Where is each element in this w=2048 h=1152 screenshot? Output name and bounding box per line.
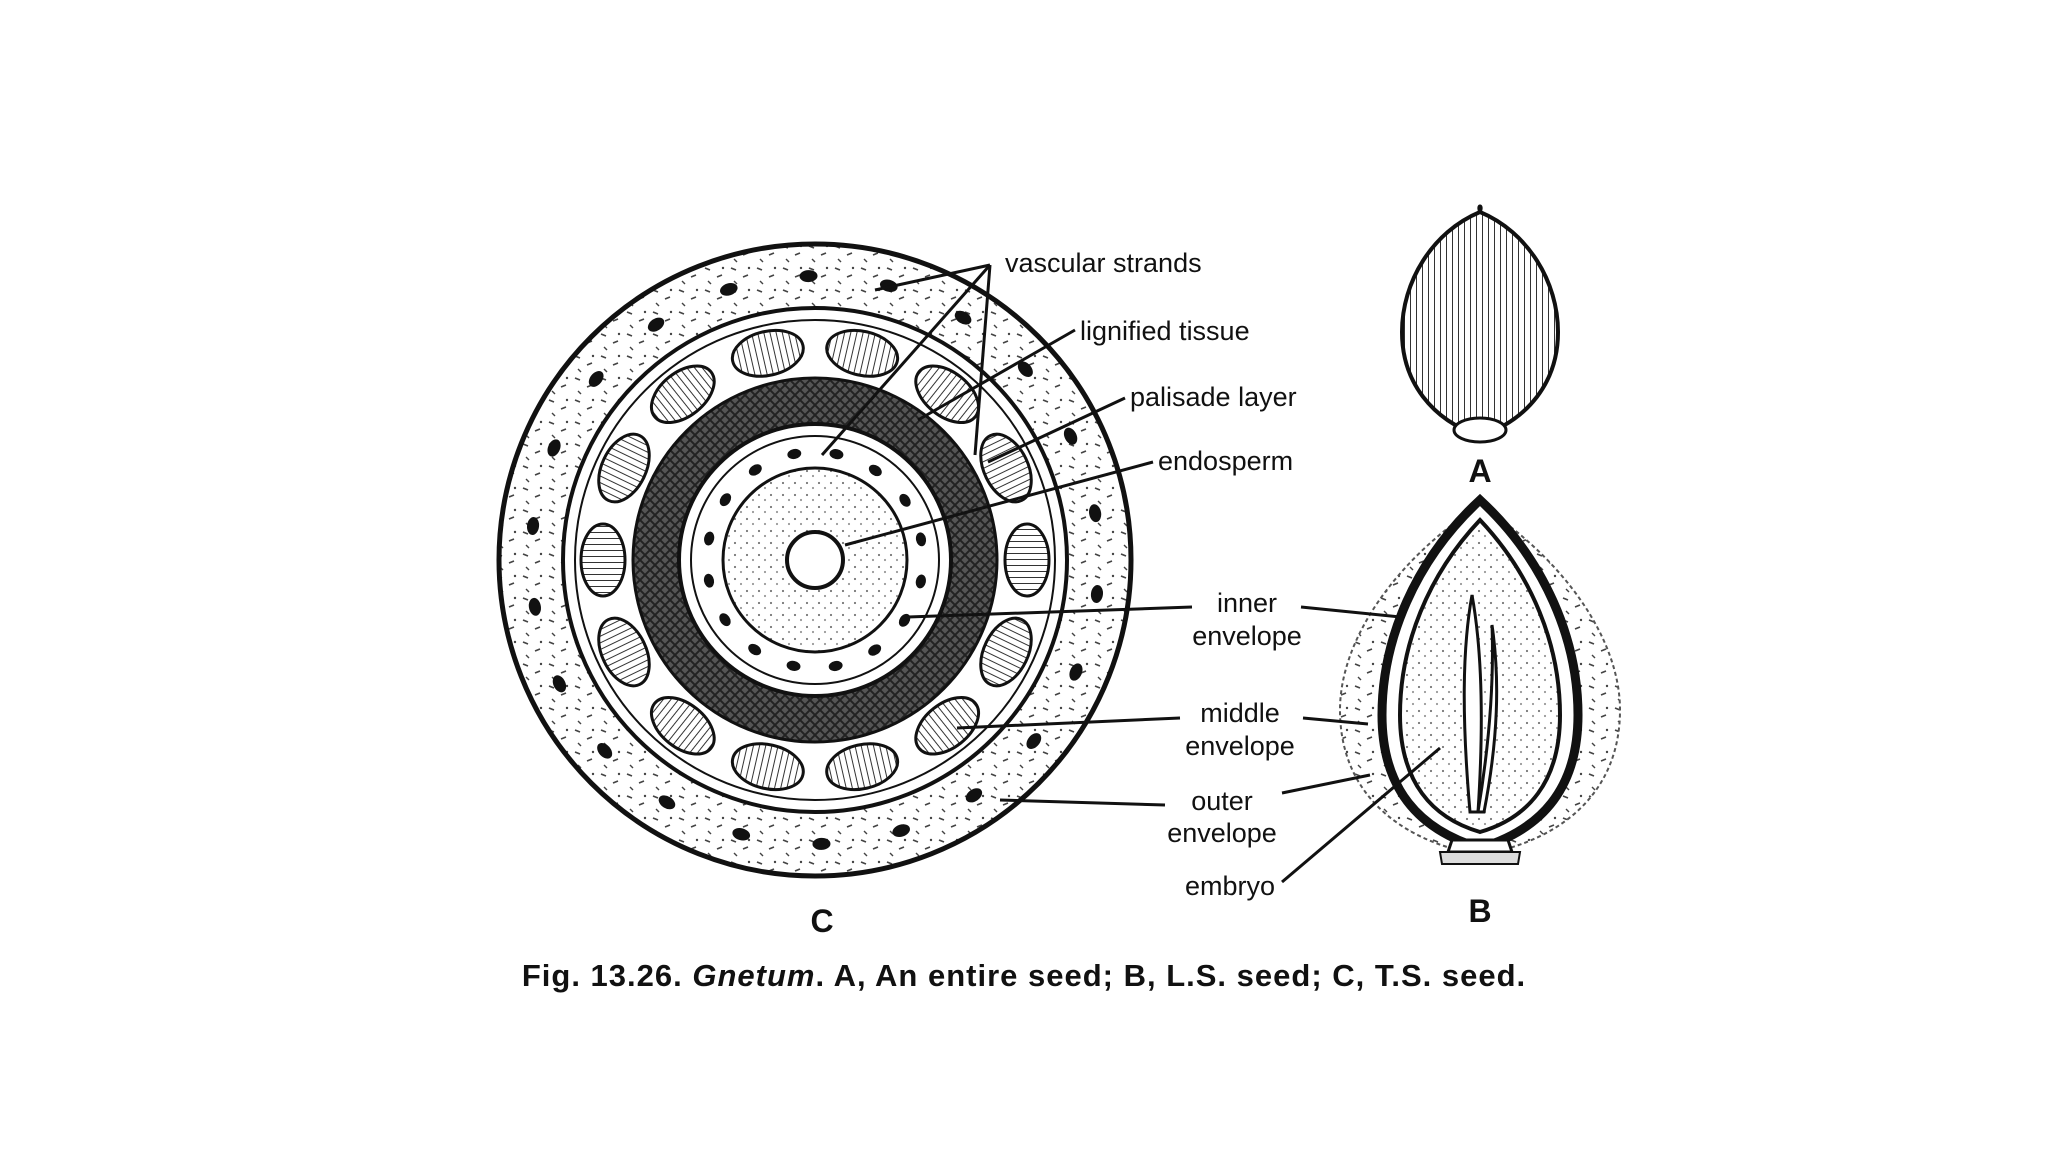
vascular-strand-inner bbox=[898, 613, 911, 627]
palisade-cell bbox=[979, 616, 1033, 688]
label-vascular-strands: vascular strands bbox=[1005, 248, 1202, 278]
vascular-strand-outer bbox=[1026, 733, 1042, 749]
vascular-strand-outer bbox=[547, 439, 561, 457]
vascular-strand-outer bbox=[720, 283, 738, 296]
vascular-strand-inner bbox=[868, 644, 882, 656]
palisade-cell bbox=[730, 328, 805, 378]
palisade-cell bbox=[579, 522, 627, 598]
label-inner-envelope-2: envelope bbox=[1192, 621, 1302, 651]
label-lignified-tissue: lignified tissue bbox=[1080, 316, 1250, 346]
panel-label-c: C bbox=[810, 903, 833, 939]
vascular-strand-inner bbox=[915, 574, 926, 589]
palisade-cell bbox=[825, 328, 900, 378]
panel-label-a: A bbox=[1468, 453, 1491, 489]
vascular-strand-inner bbox=[868, 464, 882, 477]
vascular-strand-inner bbox=[748, 643, 762, 656]
caption-prefix: Fig. 13.26. bbox=[521, 958, 683, 993]
vascular-strand-inner bbox=[787, 448, 802, 460]
vascular-strand-outer bbox=[965, 788, 983, 803]
vascular-strand-inner bbox=[829, 449, 844, 460]
vascular-strand-outer bbox=[528, 597, 541, 616]
palisade-cell bbox=[914, 695, 980, 756]
vascular-strand-outer bbox=[954, 310, 972, 325]
vascular-strand-outer bbox=[597, 743, 613, 759]
label-palisade-layer: palisade layer bbox=[1130, 382, 1297, 412]
vascular-strand-inner bbox=[786, 660, 801, 671]
longitudinal-section-seed bbox=[1338, 493, 1622, 865]
label-embryo: embryo bbox=[1185, 871, 1275, 901]
vascular-strand-inner bbox=[915, 532, 927, 547]
embryo-center bbox=[785, 530, 845, 590]
palisade-layer bbox=[579, 328, 1051, 792]
vascular-strand-outer bbox=[1069, 663, 1083, 681]
vascular-strand-outer bbox=[1089, 504, 1102, 523]
vascular-strand-outer bbox=[892, 824, 910, 837]
vascular-strand-outer bbox=[1090, 585, 1104, 603]
vascular-strand-inner bbox=[703, 573, 715, 588]
inner-vascular-strands bbox=[703, 448, 927, 672]
caption-genus: Gnetum bbox=[692, 958, 816, 993]
label-outer-envelope: outer bbox=[1191, 786, 1253, 816]
vascular-strand-inner bbox=[719, 493, 732, 507]
vascular-strand-outer bbox=[552, 675, 567, 693]
label-inner-envelope: inner bbox=[1217, 588, 1277, 618]
caption-rest: . A, An entire seed; B, L.S. seed; C, T.… bbox=[815, 958, 1527, 993]
vascular-strand-outer bbox=[812, 837, 831, 850]
palisade-cell bbox=[825, 742, 900, 792]
vascular-strand-outer bbox=[658, 795, 676, 810]
outer-vascular-strands bbox=[526, 270, 1104, 850]
entire-seed-drawing bbox=[1399, 204, 1561, 444]
vascular-strand-outer bbox=[526, 517, 540, 535]
vascular-strand-outer bbox=[732, 828, 751, 841]
label-endosperm: endosperm bbox=[1158, 446, 1293, 476]
vascular-strand-inner bbox=[719, 613, 731, 627]
palisade-cell bbox=[597, 432, 651, 504]
palisade-cell bbox=[979, 432, 1033, 504]
vascular-strand-outer bbox=[1017, 361, 1033, 377]
vascular-strand-inner bbox=[704, 531, 715, 546]
panel-label-b: B bbox=[1468, 893, 1491, 929]
palisade-cell bbox=[1003, 522, 1051, 598]
label-middle-envelope: middle bbox=[1200, 698, 1280, 728]
vascular-strand-inner bbox=[748, 464, 762, 476]
label-outer-envelope-2: envelope bbox=[1167, 818, 1277, 848]
palisade-cell bbox=[650, 364, 716, 425]
palisade-cell bbox=[730, 742, 805, 792]
vascular-strand-outer bbox=[799, 270, 818, 283]
palisade-cell bbox=[650, 695, 716, 756]
palisade-cell bbox=[597, 616, 651, 688]
embryo-ls bbox=[1462, 594, 1483, 814]
transverse-section-seed bbox=[496, 241, 1134, 879]
label-middle-envelope-2: envelope bbox=[1185, 731, 1295, 761]
figure-caption: Fig. 13.26. Gnetum. A, An entire seed; B… bbox=[0, 958, 2048, 994]
vascular-strand-outer bbox=[588, 371, 604, 387]
vascular-strand-inner bbox=[899, 493, 911, 507]
vascular-strand-outer bbox=[1063, 427, 1078, 445]
leader-lines bbox=[820, 263, 1441, 884]
vascular-strand-inner bbox=[828, 660, 843, 672]
vascular-strand-outer bbox=[647, 317, 665, 332]
